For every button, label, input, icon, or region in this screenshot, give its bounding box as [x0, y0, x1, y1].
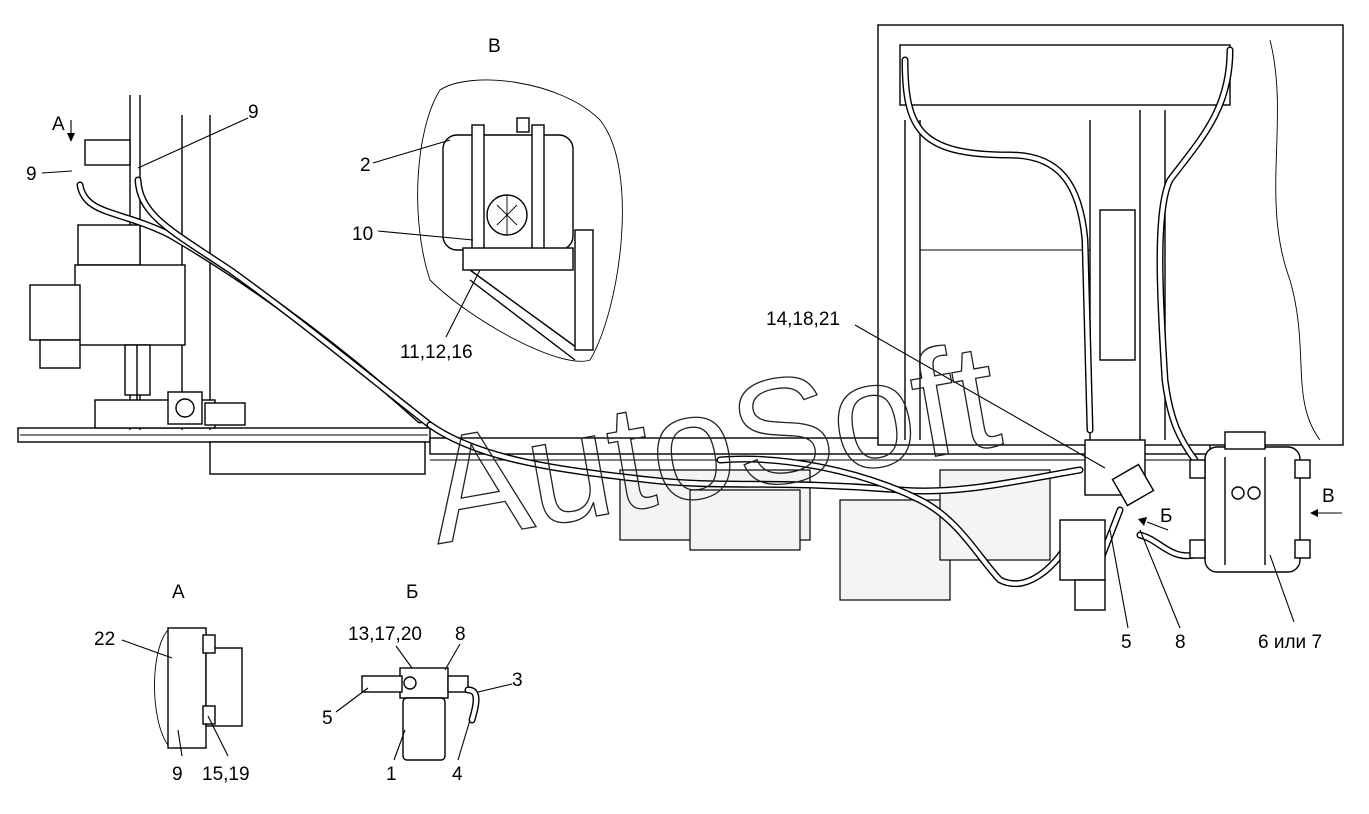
view-v-inset	[417, 79, 623, 362]
callout-22: 22	[94, 629, 115, 650]
callout-4: 4	[452, 764, 463, 785]
view-label-v-arrow: В	[1322, 486, 1335, 507]
detail-b	[361, 667, 480, 761]
callout-3: 3	[512, 670, 523, 691]
callout-9-right: 9	[248, 102, 259, 123]
detail-a	[154, 627, 243, 749]
callout-5-main: 5	[1121, 632, 1132, 653]
callout-2: 2	[360, 155, 371, 176]
filter-and-tank	[1059, 431, 1311, 611]
callout-11-12-16: 11,12,16	[400, 342, 473, 363]
callout-15-19: 15,19	[202, 764, 250, 785]
callout-9-detail-a: 9	[172, 764, 183, 785]
detail-title-b: Б	[406, 582, 418, 603]
cab-structure	[877, 24, 1344, 446]
callout-10: 10	[352, 224, 373, 245]
view-label-b-arrow: Б	[1160, 506, 1172, 527]
hydraulic-hoses	[76, 46, 1234, 604]
callout-8-main: 8	[1175, 632, 1186, 653]
view-label-a: А	[52, 114, 65, 135]
callout-14-18-21: 14,18,21	[766, 309, 840, 330]
leader-lines	[41, 117, 1295, 761]
callout-13-17-20: 13,17,20	[348, 624, 422, 645]
callout-8-detail-b: 8	[455, 624, 466, 645]
pump-assembly	[29, 95, 246, 430]
callout-5-detail-b: 5	[322, 708, 333, 729]
view-arrows	[67, 120, 1342, 531]
callout-9-left: 9	[26, 164, 37, 185]
callout-1: 1	[386, 764, 397, 785]
callout-6-or-7: 6 или 7	[1258, 632, 1322, 653]
detail-title-a: А	[172, 582, 185, 603]
view-label-v-top: В	[488, 36, 501, 57]
